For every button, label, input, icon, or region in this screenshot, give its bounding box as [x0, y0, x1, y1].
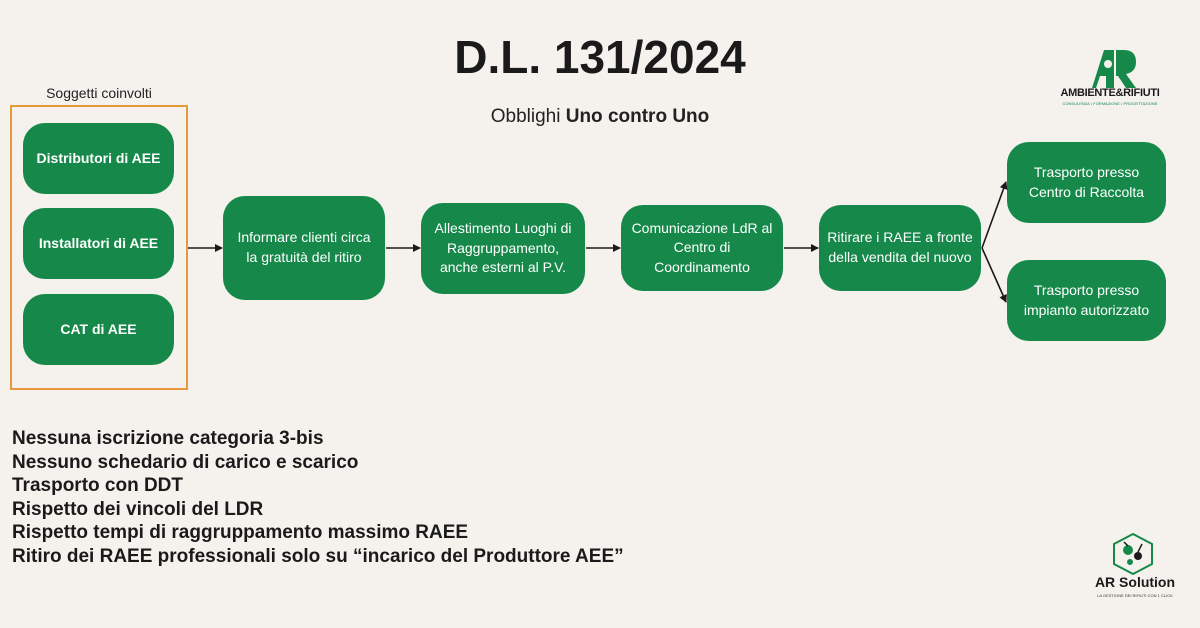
subject-installatori: Installatori di AEE: [23, 208, 174, 279]
subjects-label: Soggetti coinvolti: [46, 85, 152, 101]
arrow-ritirare-to-centro: [981, 181, 1008, 249]
logo-top-name: AMBIENTE&RIFIUTI: [1060, 87, 1160, 99]
flow-step-allestimento: Allestimento Luoghi di Raggruppamento, a…: [421, 203, 585, 294]
note-item: Rispetto tempi di raggruppamento massimo…: [12, 522, 469, 543]
ambiente-rifiuti-logo-icon: [1092, 50, 1136, 88]
note-item: Nessuno schedario di carico e scarico: [12, 451, 359, 473]
flow-step-comunicazione: Comunicazione LdR al Centro di Coordinam…: [621, 205, 783, 291]
page-subtitle: Obblighi Uno contro Uno: [0, 106, 1200, 128]
logo-bottom-name: AR Solution: [1094, 574, 1176, 590]
note-item: Nessuna iscrizione categoria 3-bis: [12, 428, 324, 449]
outcome-centro-raccolta: Trasporto presso Centro di Raccolta: [1007, 142, 1166, 223]
notes-list: Nessuna iscrizione categoria 3-bis Nessu…: [12, 427, 624, 568]
page-title: D.L. 131/2024: [454, 31, 746, 83]
ar-solution-logo-icon: [1113, 532, 1153, 576]
subtitle-bold: Uno contro Uno: [565, 106, 710, 127]
note-item: Trasporto con DDT: [12, 475, 184, 496]
flow-step-informare: Informare clienti circa la gratuità del …: [223, 196, 385, 300]
subjects-frame: [10, 105, 188, 390]
subject-distributori: Distributori di AEE: [23, 123, 174, 194]
logo-top-tagline: CONSULENZA • FORMAZIONE • PROGETTAZIONE: [1062, 101, 1158, 106]
arrow-ritirare-to-impianto: [981, 247, 1007, 303]
note-item: Rispetto dei vincoli del LDR: [12, 498, 264, 520]
note-item: Ritiro dei RAEE professionali solo su “i…: [12, 545, 624, 567]
outcome-impianto: Trasporto presso impianto autorizzato: [1007, 260, 1166, 341]
subject-cat: CAT di AEE: [23, 294, 174, 365]
subtitle-prefix: Obblighi: [490, 106, 566, 127]
logo-bottom-tagline: LA GESTIONE DEI RIFIUTI CON 1 CLICK: [1097, 593, 1173, 598]
flow-step-ritirare: Ritirare i RAEE a fronte della vendita d…: [819, 205, 981, 291]
